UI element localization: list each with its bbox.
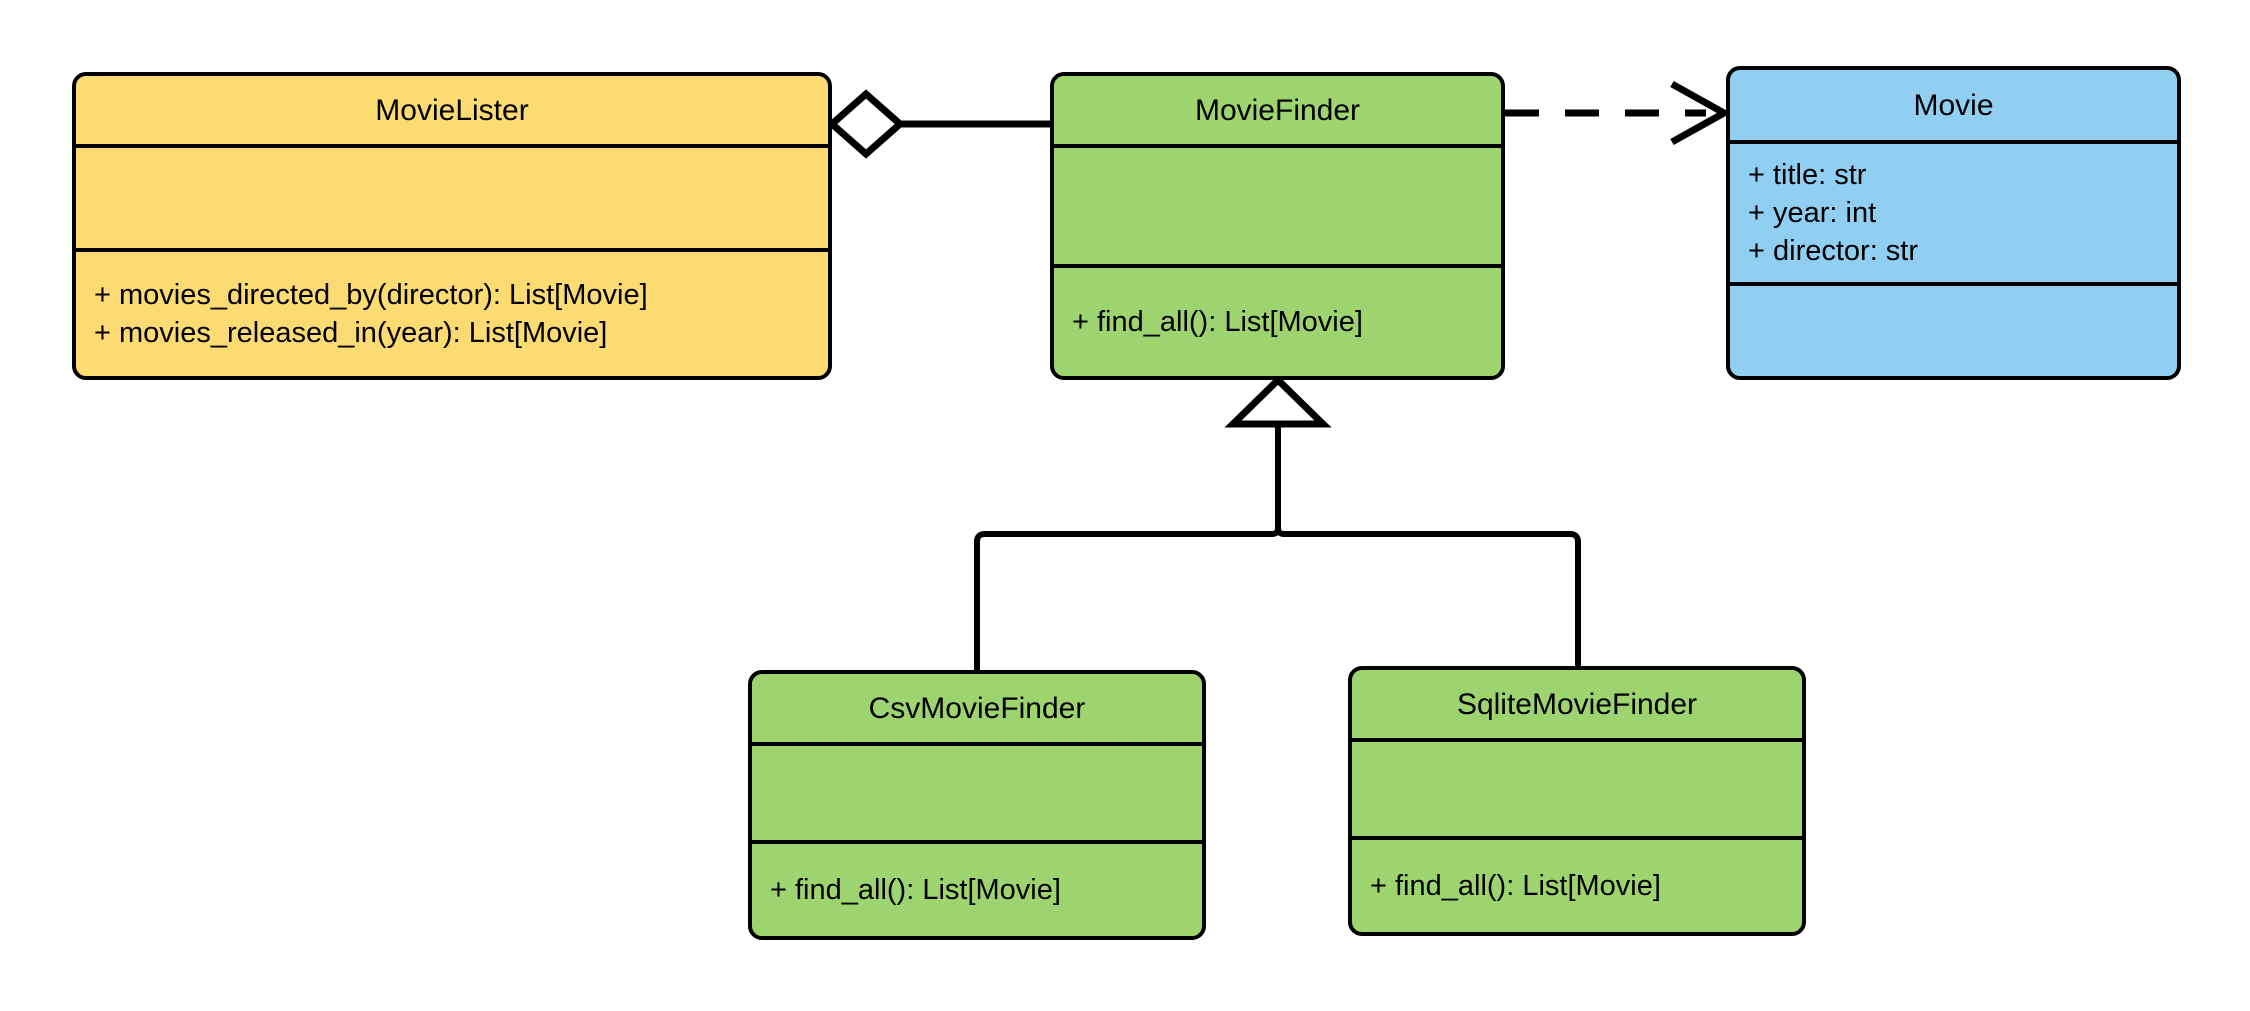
class-name: MovieFinder <box>1194 93 1361 127</box>
operations-compartment: + find_all(): List[Movie] <box>1352 836 1802 932</box>
operations-compartment: + find_all(): List[Movie] <box>1054 264 1501 376</box>
operation-item: + find_all(): List[Movie] <box>1072 305 1363 338</box>
open-arrowhead-icon <box>1670 80 1732 146</box>
relationship-aggregation-movielister-moviefinder[interactable] <box>826 89 1050 159</box>
class-name: SqliteMovieFinder <box>1456 687 1698 721</box>
attribute-item: + title: str <box>1748 158 1867 191</box>
operations-compartment: + movies_directed_by(director): List[Mov… <box>76 248 828 376</box>
attribute-item: + year: int <box>1748 196 1877 229</box>
attributes-compartment <box>1352 738 1802 836</box>
class-name: CsvMovieFinder <box>868 691 1086 725</box>
generalization-branch-sqlite <box>1275 525 1581 666</box>
operations-compartment <box>1730 282 2177 376</box>
hollow-triangle-icon <box>1224 375 1332 428</box>
class-box-sqlitemoviefinder[interactable]: SqliteMovieFinder + find_all(): List[Mov… <box>1348 666 1806 936</box>
class-box-csvmoviefinder[interactable]: CsvMovieFinder + find_all(): List[Movie] <box>748 670 1206 940</box>
operation-item: + find_all(): List[Movie] <box>1370 869 1661 902</box>
attribute-item: + director: str <box>1748 235 1919 268</box>
class-name-compartment: Movie <box>1730 70 2177 140</box>
attributes-compartment <box>1054 144 1501 264</box>
relationship-dependency-moviefinder-movie[interactable] <box>1505 80 1732 146</box>
operations-compartment: + find_all(): List[Movie] <box>752 840 1202 936</box>
class-name-compartment: SqliteMovieFinder <box>1352 670 1802 738</box>
operation-item: + find_all(): List[Movie] <box>770 873 1061 906</box>
class-name-compartment: CsvMovieFinder <box>752 674 1202 742</box>
class-name: Movie <box>1913 88 1994 122</box>
class-name-compartment: MovieLister <box>76 76 828 144</box>
operation-item: + movies_directed_by(director): List[Mov… <box>94 278 648 311</box>
operation-item: + movies_released_in(year): List[Movie] <box>94 317 608 349</box>
relationship-generalization-tree[interactable] <box>974 375 1581 670</box>
class-name-compartment: MovieFinder <box>1054 76 1501 144</box>
hollow-diamond-icon <box>826 89 906 159</box>
attributes-compartment <box>752 742 1202 840</box>
attributes-compartment: + title: str + year: int + director: str <box>1730 140 2177 282</box>
attributes-compartment <box>76 144 828 248</box>
class-box-moviefinder[interactable]: MovieFinder + find_all(): List[Movie] <box>1050 72 1505 380</box>
class-name: MovieLister <box>375 93 529 127</box>
class-box-movie[interactable]: Movie + title: str + year: int + directo… <box>1726 66 2181 380</box>
generalization-branch-csv <box>974 525 1281 670</box>
class-box-movielister[interactable]: MovieLister + movies_directed_by(directo… <box>72 72 832 380</box>
